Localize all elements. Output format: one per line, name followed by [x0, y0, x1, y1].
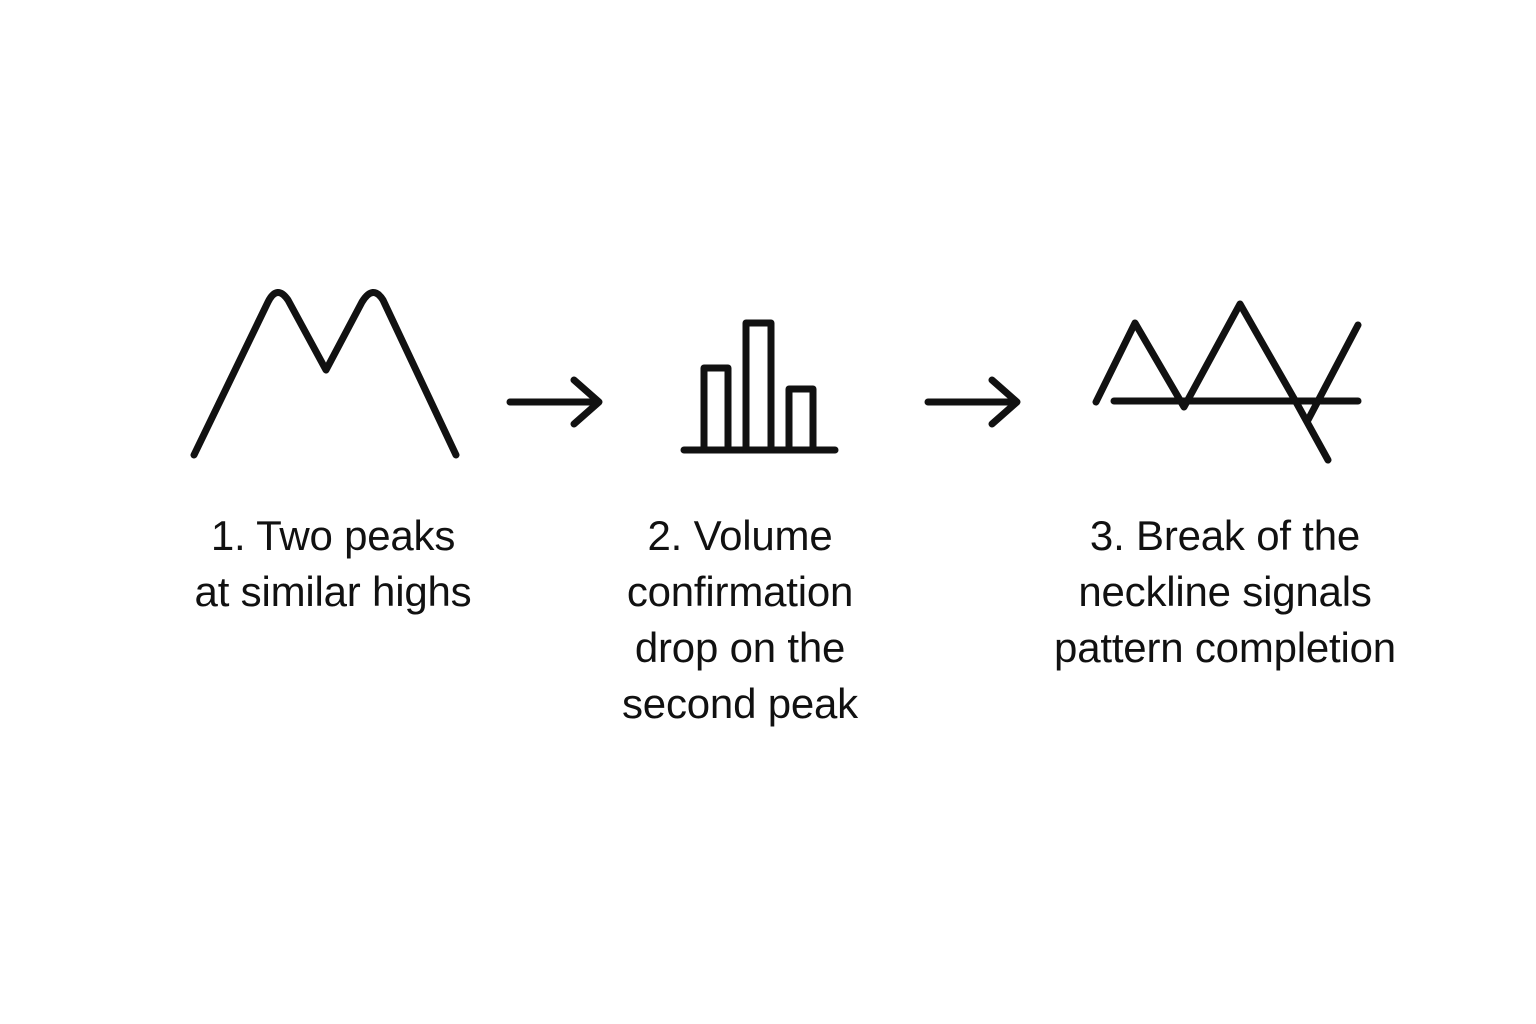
- step-2-caption-line: drop on the: [634, 624, 846, 671]
- step-2-caption-line: second peak: [622, 680, 858, 727]
- step-1-caption-line: at similar highs: [194, 568, 472, 615]
- double-peak-icon: [190, 289, 460, 459]
- step-3-caption: 3. Break of the neckline signals pattern…: [1010, 508, 1440, 676]
- step-1-caption: 1. Two peaks at similar highs: [163, 508, 503, 620]
- neckline-break-icon: [1092, 300, 1362, 464]
- step-1-caption-line: 1. Two peaks: [210, 512, 456, 559]
- arrow-right-icon: [506, 376, 603, 428]
- step-3-caption-line: 3. Break of the: [1089, 512, 1361, 559]
- step-3-caption-line: pattern completion: [1054, 624, 1396, 671]
- volume-bars-icon: [680, 319, 839, 454]
- step-2-caption-line: 2. Volume: [647, 512, 833, 559]
- step-2-caption: 2. Volume confirmation drop on the secon…: [565, 508, 915, 732]
- step-2-caption-line: confirmation: [626, 568, 854, 615]
- arrow-right-icon: [924, 376, 1021, 428]
- step-3-caption-line: neckline signals: [1078, 568, 1372, 615]
